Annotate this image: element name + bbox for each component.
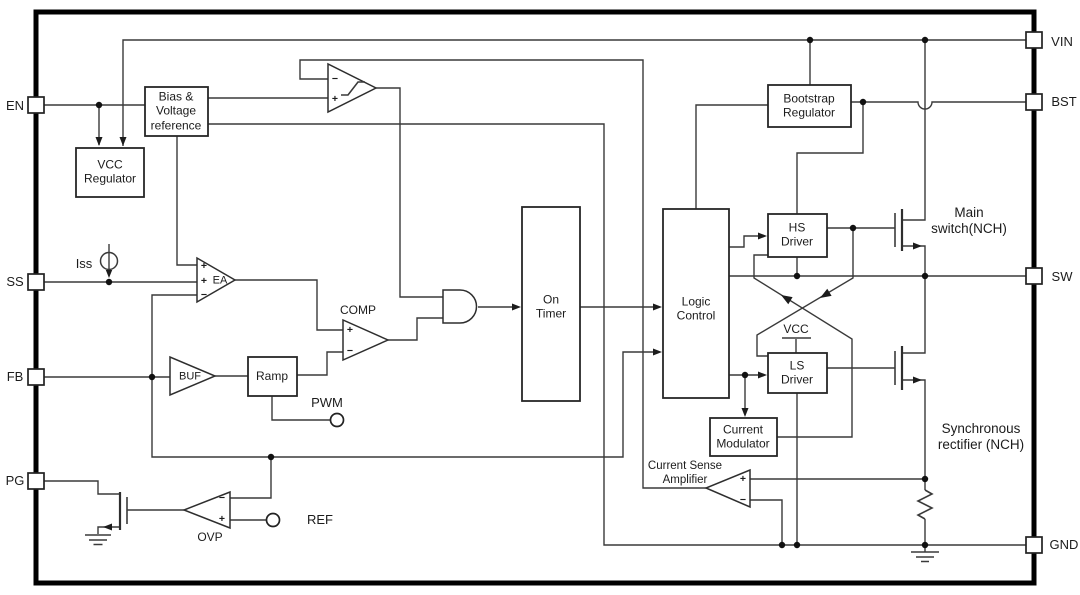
ramp-label: Ramp	[255, 368, 289, 383]
arrowheads	[95, 137, 922, 531]
ovp-minus-sign: −	[218, 491, 226, 504]
csa-plus-sign: +	[739, 472, 747, 485]
pin-label-sw: SW	[1051, 269, 1073, 285]
vcc-label: VCC	[783, 321, 809, 336]
logic-control-label: Logic Control	[676, 294, 716, 323]
bias-block-label: Bias & Voltage reference	[150, 89, 202, 133]
pin-label-bst: BST	[1051, 94, 1077, 110]
comp-minus-sign: −	[346, 344, 354, 357]
pin-pg	[27, 472, 45, 490]
ovp-label: OVP	[197, 529, 223, 544]
package-pins	[27, 31, 1043, 554]
pwm-label: PWM	[311, 395, 343, 411]
logic-control-block	[662, 208, 730, 399]
ea-label: EA	[212, 274, 228, 287]
bias-voltage-reference-block	[144, 86, 209, 137]
sync-rectifier-label: Synchronous rectifier (NCH)	[937, 420, 1025, 452]
pg-open-drain-mosfet	[118, 492, 128, 530]
schmitt-plus-sign: +	[331, 92, 339, 105]
main-switch-mosfet	[894, 209, 904, 251]
sense-resistor	[916, 489, 934, 520]
ref-label: REF	[307, 512, 333, 528]
pin-label-gnd: GND	[1049, 537, 1079, 553]
error-amplifier-symbol	[196, 256, 237, 304]
csa-minus-sign: −	[739, 493, 747, 506]
junction-dots	[95, 36, 929, 549]
ovp-plus-sign: +	[218, 512, 226, 525]
soft-start-current-source-icon	[99, 251, 119, 271]
current-modulator-block	[709, 417, 778, 457]
bootstrap-label: Bootstrap Regulator	[782, 91, 836, 120]
pin-label-en: EN	[5, 98, 25, 114]
pin-vin	[1025, 31, 1043, 49]
pin-sw	[1025, 267, 1043, 285]
wires	[44, 39, 1026, 552]
ramp-block	[247, 356, 298, 397]
hysteresis-icon	[341, 81, 365, 96]
pin-label-ss: SS	[6, 274, 24, 290]
on-timer-block	[521, 206, 581, 402]
ground-symbol	[85, 534, 111, 546]
current-sense-amplifier-label: Current Sense Amplifier	[647, 460, 723, 486]
pin-gnd	[1025, 536, 1043, 554]
pwm-comparator-symbol	[342, 318, 390, 362]
ls-driver-label: LS Driver	[781, 358, 813, 387]
hs-driver-block	[767, 213, 828, 258]
current-sense-amplifier-symbol	[704, 468, 751, 509]
comp-plus-sign: +	[346, 323, 354, 336]
pin-en	[27, 96, 45, 114]
comp-label: COMP	[340, 302, 376, 317]
buffer-symbol	[169, 355, 217, 397]
pin-fb	[27, 368, 45, 386]
pin-label-fb: FB	[6, 369, 24, 385]
ref-terminal	[265, 512, 281, 528]
vcc-regulator-block	[75, 147, 145, 198]
schmitt-minus-sign: −	[331, 72, 339, 85]
ea-minus-sign: −	[200, 288, 208, 301]
current-modulator-label: Current Modulator	[716, 422, 770, 451]
ground-symbol	[911, 551, 939, 563]
pin-ss	[27, 273, 45, 291]
pwm-terminal	[329, 412, 345, 428]
ls-driver-block	[767, 352, 828, 394]
ea-plus-top-sign: +	[200, 259, 208, 272]
on-timer-label: On Timer	[535, 292, 567, 321]
vcc-regulator-label: VCC Regulator	[83, 157, 137, 186]
buf-label: BUF	[179, 370, 201, 383]
ea-plus-mid-sign: +	[200, 274, 208, 287]
enable-comparator-symbol	[327, 62, 378, 114]
and-gate	[442, 289, 478, 324]
pin-label-vin: VIN	[1051, 34, 1073, 50]
ovp-comparator-symbol	[181, 490, 231, 530]
main-switch-label: Main switch(NCH)	[931, 204, 1007, 236]
pin-bst	[1025, 93, 1043, 111]
hs-driver-label: HS Driver	[781, 220, 813, 249]
sync-rectifier-mosfet	[894, 346, 904, 390]
bootstrap-regulator-block	[767, 84, 852, 128]
iss-label: Iss	[75, 256, 93, 272]
pin-label-pg: PG	[5, 473, 25, 489]
